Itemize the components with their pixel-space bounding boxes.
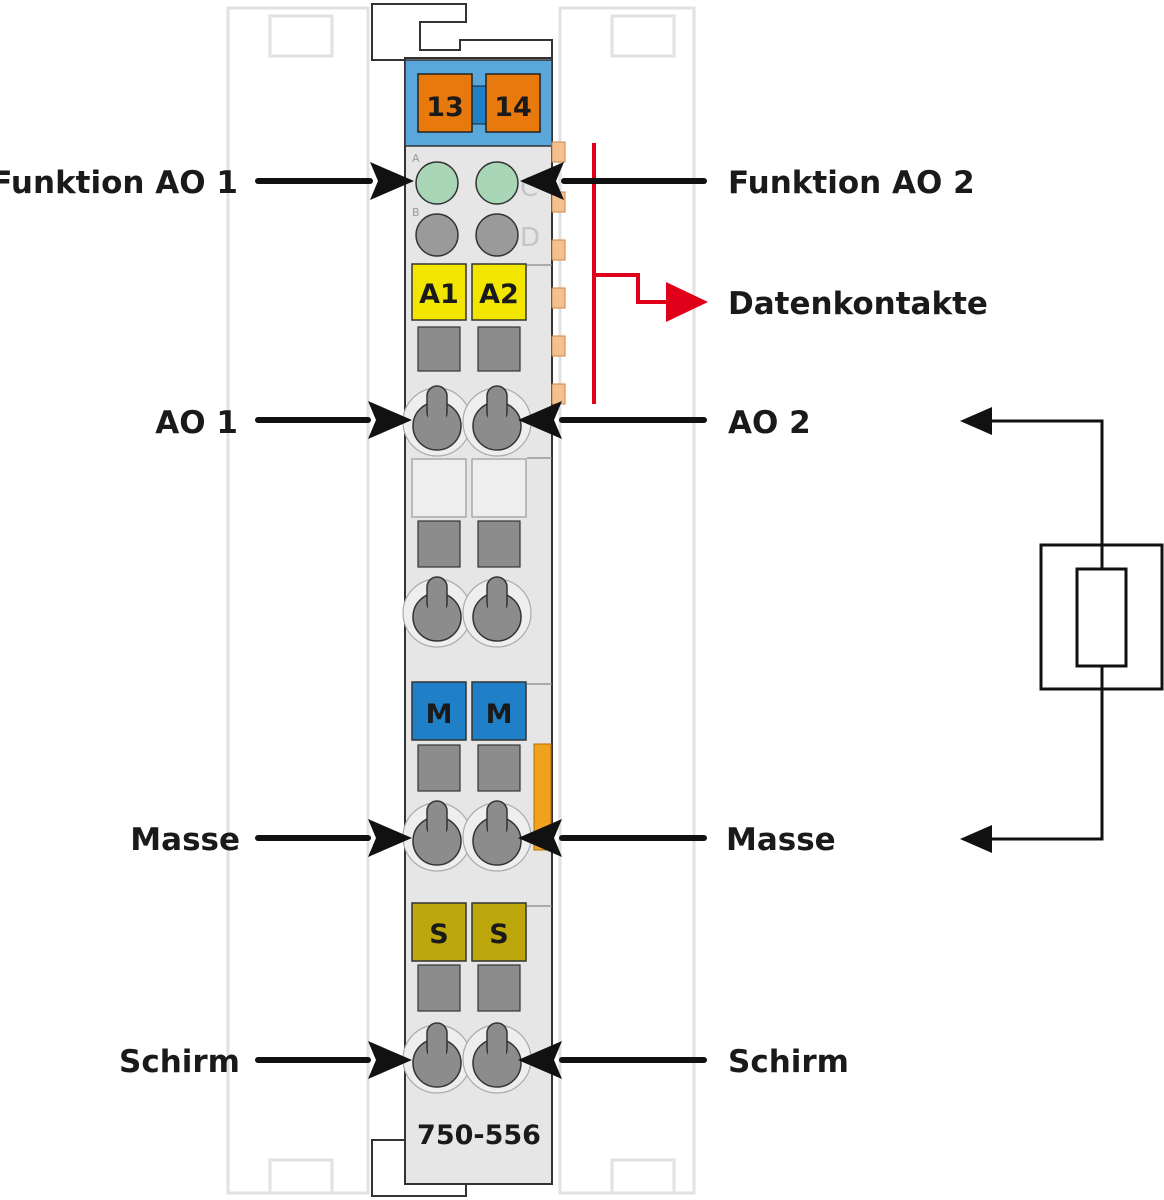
data-contacts <box>551 141 566 405</box>
label-funktion-ao1: Funktion AO 1 <box>0 165 238 201</box>
clamp-point-ao-1 <box>412 385 462 451</box>
label-schirm-right: Schirm <box>728 1044 849 1080</box>
label-schirm-left: Schirm <box>119 1044 240 1080</box>
clamp-point-schirm-1 <box>412 1022 462 1088</box>
arrow-masse-left-head <box>368 819 412 857</box>
arrow-masse-right-head <box>518 819 562 857</box>
marker-slot-empty-2 <box>471 458 527 518</box>
clamp-point-spare-1 <box>412 576 462 642</box>
label-ao2: AO 2 <box>728 405 811 441</box>
clamp-point-masse-2 <box>472 800 522 866</box>
marker-s-left-text: S <box>429 919 448 950</box>
led-letter-b: B <box>412 206 420 219</box>
marker-m-right-text: M <box>486 699 513 730</box>
load-resistor-circuit <box>990 419 1164 841</box>
marker-m-right <box>471 681 527 741</box>
led-b <box>415 213 459 257</box>
top-rail-clip <box>371 3 553 61</box>
marker-a1 <box>411 263 467 321</box>
marker-14-text: 14 <box>494 92 532 123</box>
clamp-point-ao-2 <box>472 385 522 451</box>
led-ao1-function <box>415 161 459 205</box>
marker-m-left-text: M <box>426 699 453 730</box>
led-letter-a: A <box>412 152 420 165</box>
marker-m-left <box>411 681 467 741</box>
clamp-point-masse-1 <box>412 800 462 866</box>
clamp-group <box>402 385 532 1094</box>
led-letter-d: D <box>520 223 540 253</box>
led-ao2-function <box>475 161 519 205</box>
label-masse-right: Masse <box>726 822 836 858</box>
actuators <box>417 326 521 1012</box>
resistor-arrowhead-top <box>960 407 992 435</box>
part-number: 750-556 <box>417 1120 541 1151</box>
arrow-ao2-head <box>518 401 562 439</box>
power-jumper-contact <box>533 743 552 851</box>
marker-14 <box>485 73 541 133</box>
label-funktion-ao2: Funktion AO 2 <box>728 165 975 201</box>
led-d <box>475 213 519 257</box>
datenkontakte-arrowhead <box>666 282 708 322</box>
label-masse-left: Masse <box>130 822 240 858</box>
datenkontakte-bracket <box>592 143 668 404</box>
clamp-point-spare-2 <box>472 576 522 642</box>
label-datenkontakte: Datenkontakte <box>728 286 988 322</box>
arrow-schirm-right-head <box>518 1041 562 1079</box>
arrow-funktion-ao2-head <box>520 162 564 200</box>
pointer-arrows <box>255 162 707 1079</box>
marker-13-text: 13 <box>426 92 464 123</box>
marker-s-right-text: S <box>489 919 508 950</box>
arrow-funktion-ao1-head <box>370 162 414 200</box>
resistor-arrowhead-bottom <box>960 825 992 853</box>
neighbour-module-outlines <box>226 6 696 1195</box>
arrow-schirm-left-head <box>368 1041 412 1079</box>
marker-s-right <box>471 902 527 962</box>
label-ao1: AO 1 <box>155 405 238 441</box>
marker-a2-text: A2 <box>479 279 519 310</box>
marker-a2 <box>471 263 527 321</box>
clamp-point-schirm-2 <box>472 1022 522 1088</box>
marker-s-left <box>411 902 467 962</box>
arrow-ao1-head <box>368 401 412 439</box>
marker-a1-text: A1 <box>419 279 459 310</box>
marker-slot-empty-1 <box>411 458 467 518</box>
marker-13 <box>417 73 473 133</box>
